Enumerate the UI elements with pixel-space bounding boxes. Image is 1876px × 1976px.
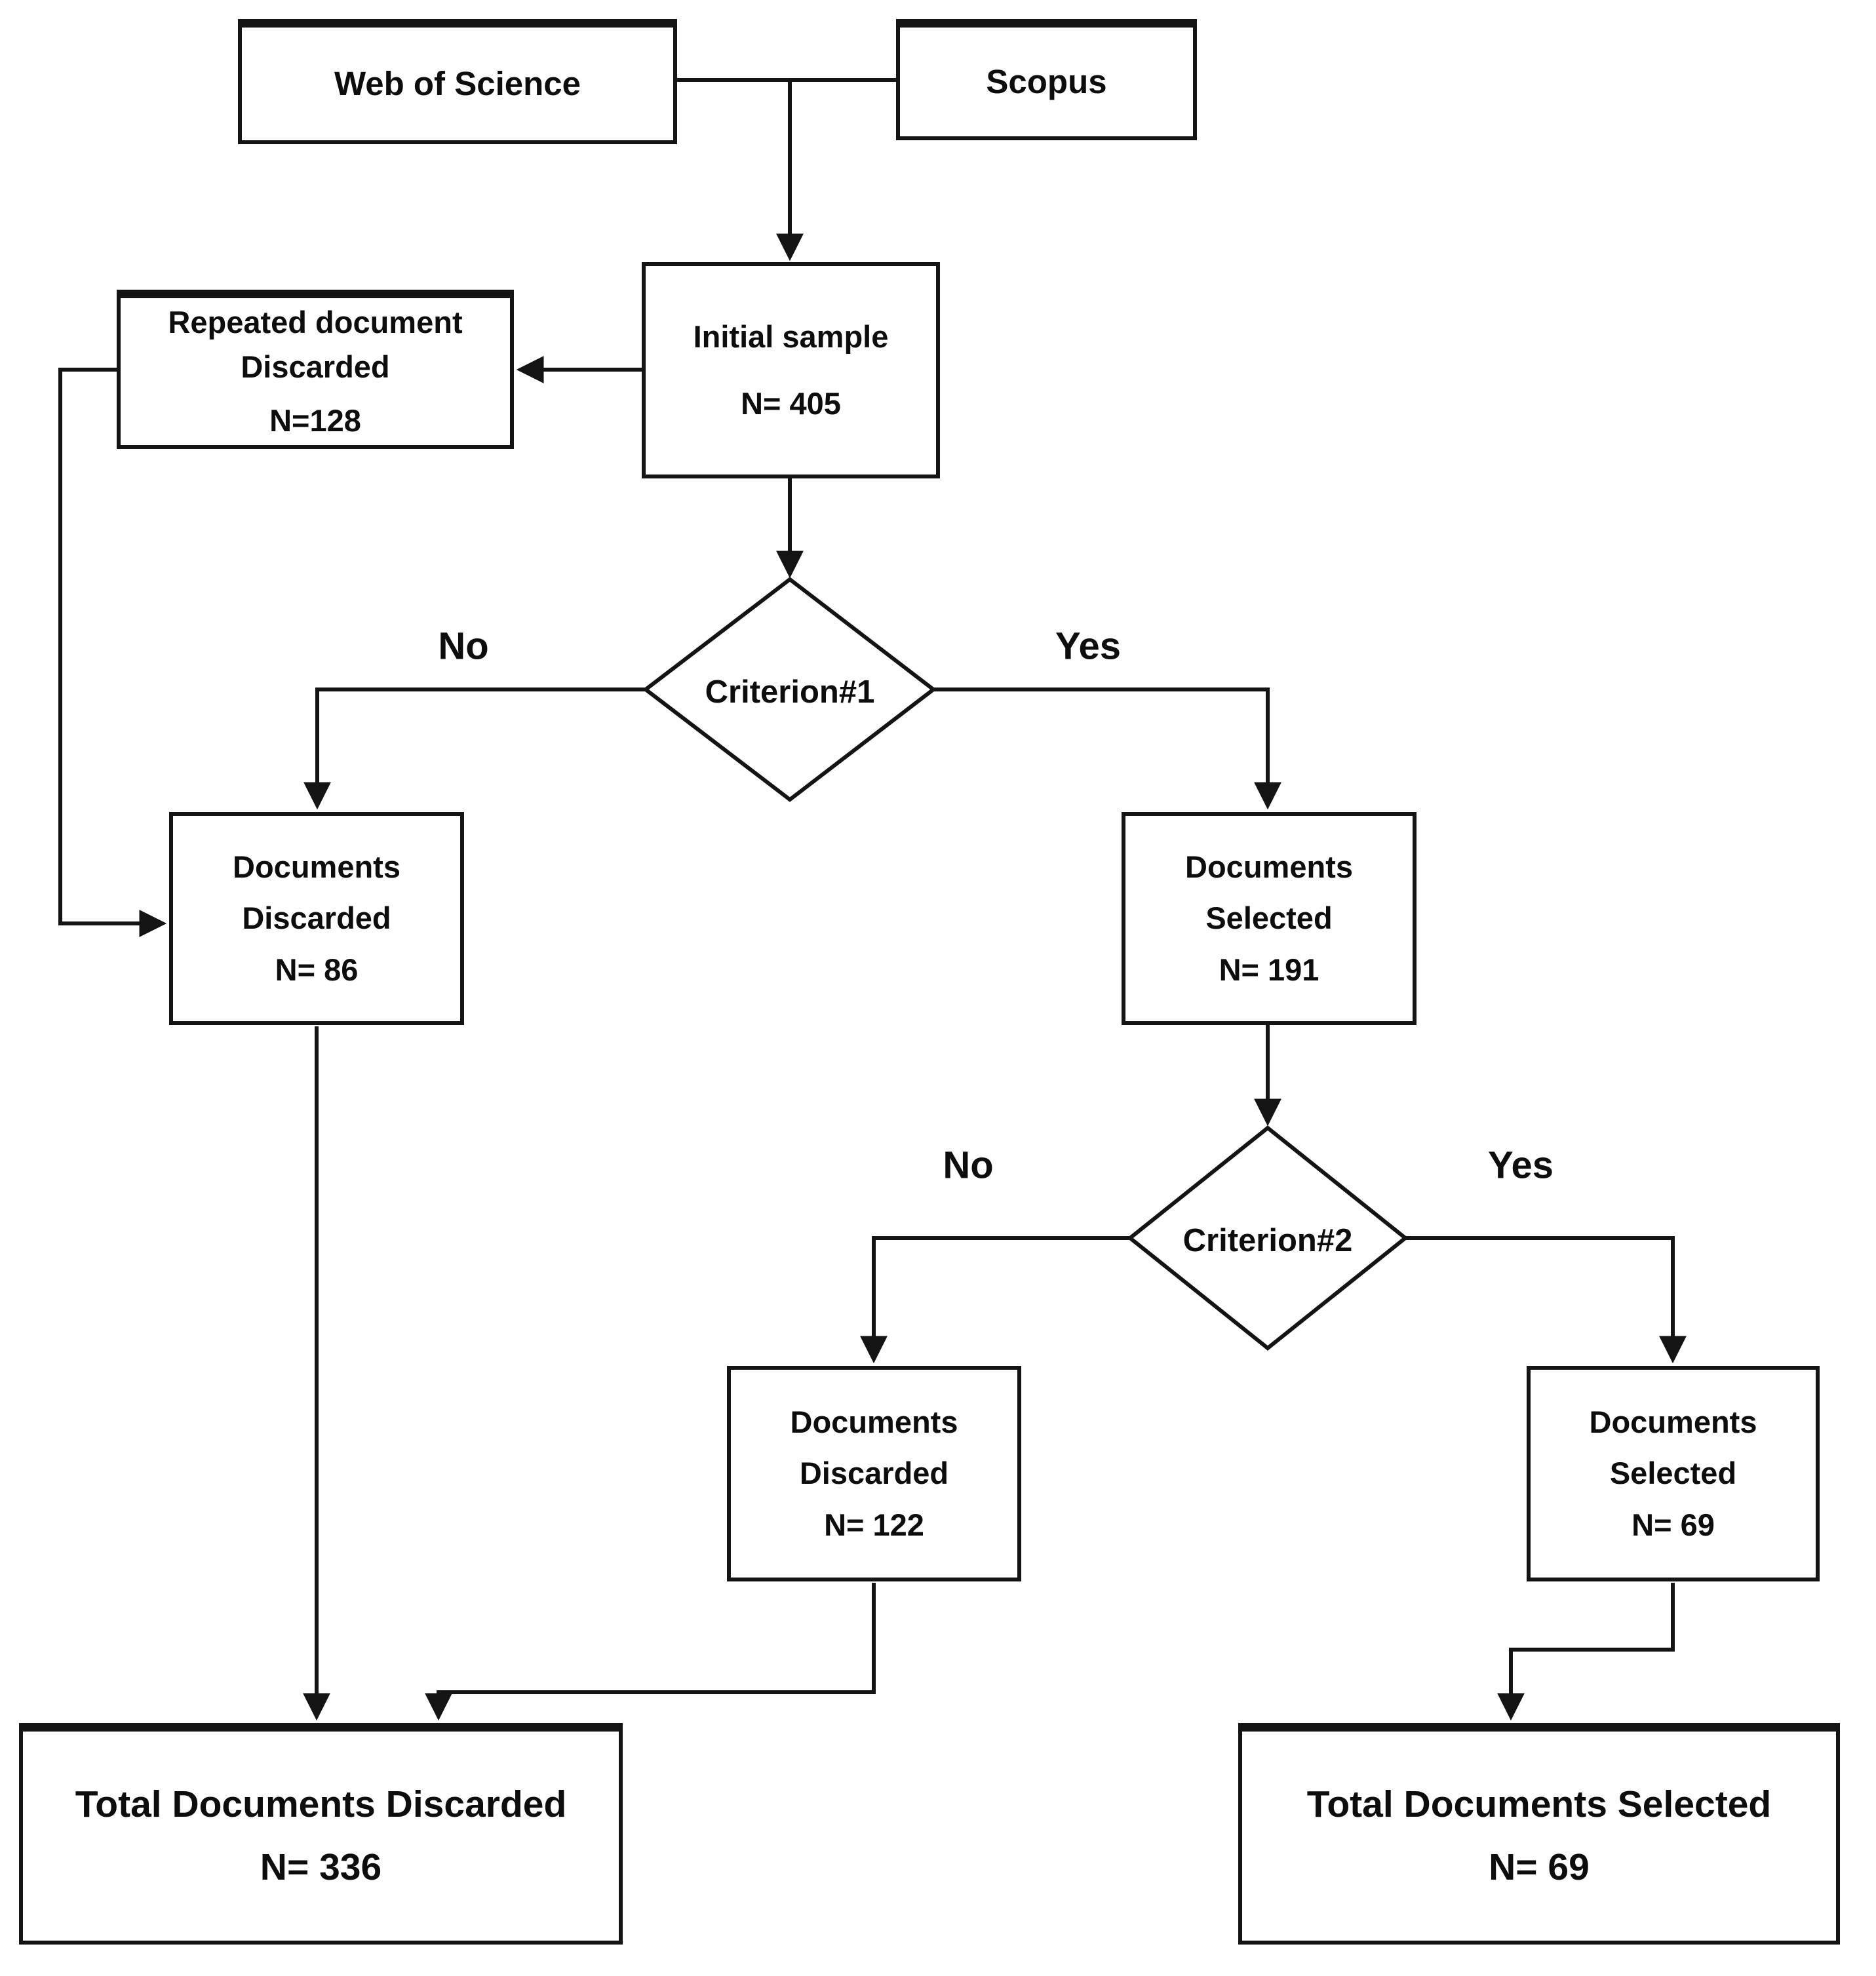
node-documents-discarded-2-line1: Documents — [790, 1405, 958, 1440]
node-documents-discarded-1: Documents Discarded N= 86 — [169, 812, 464, 1025]
node-documents-discarded-1-line2: Discarded — [242, 901, 391, 936]
node-web-of-science-label: Web of Science — [334, 64, 581, 102]
edge-criterion1-yes-branch — [933, 688, 1281, 810]
edge-repeated-to-documents-discarded-1 — [58, 368, 167, 937]
node-documents-selected-1-line2: Selected — [1205, 901, 1333, 936]
node-total-documents-discarded: Total Documents Discarded N= 336 — [19, 1723, 623, 1945]
edge-criterion1-no-branch — [303, 688, 646, 810]
node-total-discarded-line2: N= 336 — [260, 1846, 382, 1888]
node-initial-sample: Initial sample N= 405 — [642, 262, 940, 478]
node-documents-selected-1-line1: Documents — [1185, 849, 1353, 885]
edge-label-criterion1-yes: Yes — [1055, 625, 1121, 668]
node-repeated-document-discarded: Repeated document Discarded N=128 — [117, 290, 514, 449]
node-web-of-science: Web of Science — [238, 19, 677, 144]
node-documents-selected-1: Documents Selected N= 191 — [1122, 812, 1417, 1025]
node-scopus-label: Scopus — [986, 62, 1107, 100]
node-initial-sample-line2: N= 405 — [741, 386, 841, 421]
node-criterion2-label: Criterion#2 — [1182, 1223, 1353, 1258]
node-documents-selected-2-line3: N= 69 — [1632, 1507, 1715, 1542]
node-documents-selected-2-line2: Selected — [1609, 1456, 1737, 1491]
node-documents-selected-2: Documents Selected N= 69 — [1527, 1366, 1820, 1581]
node-criterion1-label: Criterion#1 — [705, 674, 875, 710]
node-documents-discarded-2-line2: Discarded — [799, 1456, 949, 1491]
node-documents-selected-2-line1: Documents — [1589, 1405, 1757, 1440]
node-total-documents-selected: Total Documents Selected N= 69 — [1238, 1723, 1840, 1945]
edge-label-criterion2-yes: Yes — [1488, 1144, 1554, 1187]
node-scopus: Scopus — [896, 19, 1197, 140]
node-total-discarded-line1: Total Documents Discarded — [75, 1783, 567, 1825]
node-documents-discarded-2: Documents Discarded N= 122 — [727, 1366, 1021, 1581]
node-documents-discarded-1-line1: Documents — [233, 849, 401, 885]
node-repeated-document-line3: N=128 — [269, 403, 361, 438]
edge-criterion2-no-branch — [860, 1236, 1130, 1364]
node-repeated-document-line1: Repeated document — [168, 304, 463, 339]
node-documents-discarded-2-line3: N= 122 — [824, 1507, 924, 1542]
edge-selected2-to-total-selected — [1497, 1583, 1675, 1721]
node-repeated-document-line2: Discarded — [241, 349, 390, 384]
edge-label-criterion1-no: No — [438, 625, 489, 668]
node-total-selected-line1: Total Documents Selected — [1306, 1783, 1772, 1825]
edge-criterion2-yes-branch — [1405, 1236, 1687, 1364]
node-documents-discarded-1-line3: N= 86 — [275, 952, 359, 987]
edge-label-criterion2-no: No — [943, 1144, 994, 1187]
criterion2-diamond — [1127, 1125, 1409, 1351]
node-initial-sample-line1: Initial sample — [693, 319, 889, 354]
node-documents-selected-1-line3: N= 191 — [1219, 952, 1319, 987]
criterion1-diamond — [642, 577, 937, 802]
edge-discarded2-to-total-discarded — [425, 1583, 876, 1721]
node-total-selected-line2: N= 69 — [1489, 1846, 1590, 1888]
